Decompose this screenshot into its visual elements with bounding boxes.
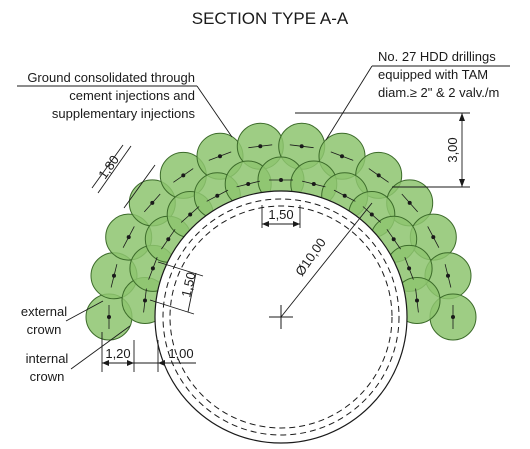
- drilling-point: [342, 193, 347, 198]
- consolidated-line-2: cement injections and: [69, 88, 195, 103]
- drilling-point: [218, 154, 222, 159]
- drilling-point: [279, 178, 283, 182]
- pitch-dim-line: [97, 145, 132, 194]
- height-arrow-top: [459, 113, 465, 121]
- drillings-annotation: No. 27 HDD drillings equipped with TAM d…: [325, 49, 510, 141]
- section-title: SECTION TYPE A-A: [192, 9, 349, 28]
- drilling-point: [143, 298, 147, 303]
- drilling-point: [181, 173, 186, 178]
- drilling-point: [188, 212, 193, 217]
- pitch-ext-a: [91, 144, 124, 189]
- external-crown-annotation: external crown: [21, 300, 104, 337]
- consolidated-annotation: Ground consolidated through cement injec…: [17, 70, 233, 138]
- height-arrow-bottom: [459, 179, 465, 187]
- internal-crown-line-1: internal: [26, 351, 69, 366]
- drillings-line-1: No. 27 HDD drillings: [378, 49, 496, 64]
- drilling-point: [376, 173, 381, 178]
- drilling-point: [258, 144, 263, 149]
- internal-crown-leader: [70, 325, 131, 370]
- drilling-point: [340, 154, 344, 159]
- top-spacing-dimension: 1,50: [261, 205, 301, 228]
- side-dim-line: [187, 272, 197, 313]
- offset-arrow-left: [102, 360, 109, 366]
- drilling-point: [112, 273, 116, 278]
- drilling-point: [150, 266, 155, 271]
- drillings-line-2: equipped with TAM: [378, 67, 488, 82]
- drilling-point: [150, 200, 155, 205]
- drilling-point: [215, 193, 220, 198]
- drillings-line-3: diam.≥ 2" & 2 valv./m: [378, 85, 499, 100]
- offset-arrow-mid: [127, 360, 134, 366]
- tunnel-dashed-line-inner: [169, 205, 393, 429]
- drilling-point: [451, 315, 455, 319]
- drilling-point: [126, 235, 131, 240]
- drilling-point: [299, 144, 304, 149]
- drilling-points: [107, 144, 455, 319]
- diameter-line: [280, 202, 373, 318]
- drilling-point: [431, 235, 436, 240]
- top-spacing-label: 1,50: [268, 207, 293, 222]
- drilling-point: [391, 237, 396, 242]
- drilling-point: [107, 315, 111, 319]
- drilling-point: [311, 182, 316, 186]
- external-crown-line-2: crown: [27, 322, 62, 337]
- offset-arrow-right: [158, 360, 165, 366]
- consolidated-line-3: supplementary injections: [52, 106, 196, 121]
- spacing-arrow-left: [262, 221, 269, 227]
- height-label: 3,00: [445, 137, 460, 162]
- bottom-offset-dimension: 1,20 1,00: [101, 332, 196, 372]
- drillings-leader: [325, 65, 373, 141]
- tunnel-dashed-line-outer: [162, 198, 400, 436]
- external-crown-leader: [65, 300, 104, 322]
- spacing-arrow-right: [293, 221, 300, 227]
- consolidated-line-1: Ground consolidated through: [27, 70, 195, 85]
- internal-crown-annotation: internal crown: [26, 325, 131, 384]
- drilling-point: [407, 266, 412, 271]
- side-ext-bottom: [149, 299, 195, 315]
- drilling-point: [166, 237, 171, 242]
- drilling-point: [415, 298, 419, 303]
- consolidated-leader: [196, 85, 233, 138]
- pitch-ext-b: [123, 164, 156, 209]
- internal-crown-line-2: crown: [30, 369, 65, 384]
- height-dimension: 3,00: [295, 112, 470, 188]
- side-spacing-dimension: 1,50: [149, 261, 204, 315]
- drilling-point: [369, 212, 374, 217]
- drilling-point: [246, 182, 251, 186]
- drilling-point: [407, 200, 412, 205]
- offset-1-20-label: 1,20: [105, 346, 130, 361]
- external-crown-line-1: external: [21, 304, 67, 319]
- drilling-point: [446, 273, 450, 278]
- side-spacing-label: 1,50: [178, 271, 198, 299]
- offset-1-00-label: 1,00: [168, 346, 193, 361]
